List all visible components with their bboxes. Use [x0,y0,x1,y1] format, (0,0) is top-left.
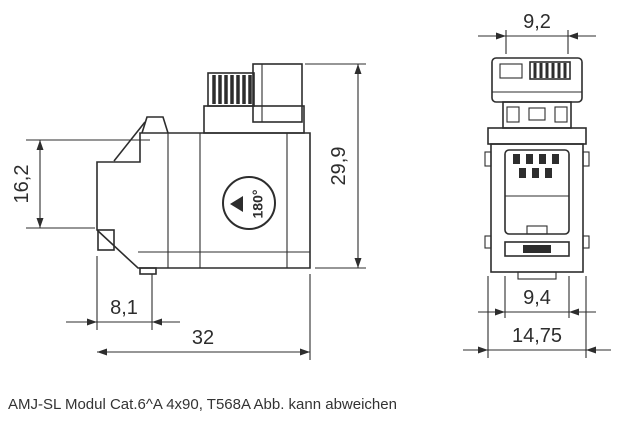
top-block-stripes [533,63,567,78]
rotation-dial-pointer-icon [230,196,243,212]
neck-section [502,101,572,129]
body-detail-lines [138,133,310,268]
strain-relief-block [207,72,255,107]
arrowhead-icon [300,348,310,356]
dimension-label: 9,4 [523,287,551,309]
rotation-dial: 180° [222,176,276,230]
dimension-total-width: 14,75 [463,276,611,358]
side-tabs [484,151,590,249]
lower-bar-insert [523,245,551,253]
neck-details [506,106,568,123]
arrowhead-icon [87,318,97,326]
top-block-left-detail [499,63,523,79]
technical-drawing-canvas: 180° 16,2 29,9 8,1 32 [11,11,611,360]
arrowhead-icon [478,346,488,354]
dimension-face-width: 9,4 [478,276,596,318]
top-cable-block [491,57,583,103]
keystone-nose [526,225,548,235]
latch-clip [141,116,169,134]
front-view [484,57,590,280]
arrowhead-icon [495,308,505,316]
arrowhead-icon [586,346,596,354]
jack-contacts [513,154,559,178]
arrowhead-icon [354,258,362,268]
top-striped-block [529,61,571,80]
dimension-top-width: 9,2 [478,11,596,54]
dimension-front-depth: 8,1 [66,256,180,330]
arrowhead-icon [569,308,579,316]
side-view: 180° [96,63,311,275]
dimension-label: 32 [192,327,214,349]
dimension-label: 9,2 [523,11,551,33]
dimension-front-height: 16,2 [11,139,150,229]
dimension-label: 16,2 [11,165,33,204]
latch-arm [113,121,146,162]
rotation-dial-label: 180° [250,190,266,219]
arrowhead-icon [496,32,506,40]
lower-bar [504,241,570,257]
arrowhead-icon [36,140,44,150]
mounting-foot [97,229,115,251]
caption-text: AMJ-SL Modul Cat.6^A 4x90, T568A Abb. ka… [8,396,397,413]
bottom-center-tab [517,271,557,280]
rear-top-block [252,63,303,123]
strain-relief-stripes [212,75,252,104]
module-outline [96,132,311,269]
arrowhead-icon [36,218,44,228]
arrowhead-icon [568,32,578,40]
dimension-label: 29,9 [328,147,350,186]
arrowhead-icon [97,348,107,356]
dimension-total-height: 29,9 [305,63,366,269]
cable-manager-base [203,105,305,134]
arrowhead-icon [354,64,362,74]
arrowhead-icon [152,318,162,326]
dimension-total-depth: 32 [97,274,311,360]
dimension-label: 8,1 [110,297,138,319]
bottom-tab [139,267,157,275]
rotation-dial-circle [222,176,276,230]
flange [487,127,587,145]
dimension-label: 14,75 [512,325,562,347]
